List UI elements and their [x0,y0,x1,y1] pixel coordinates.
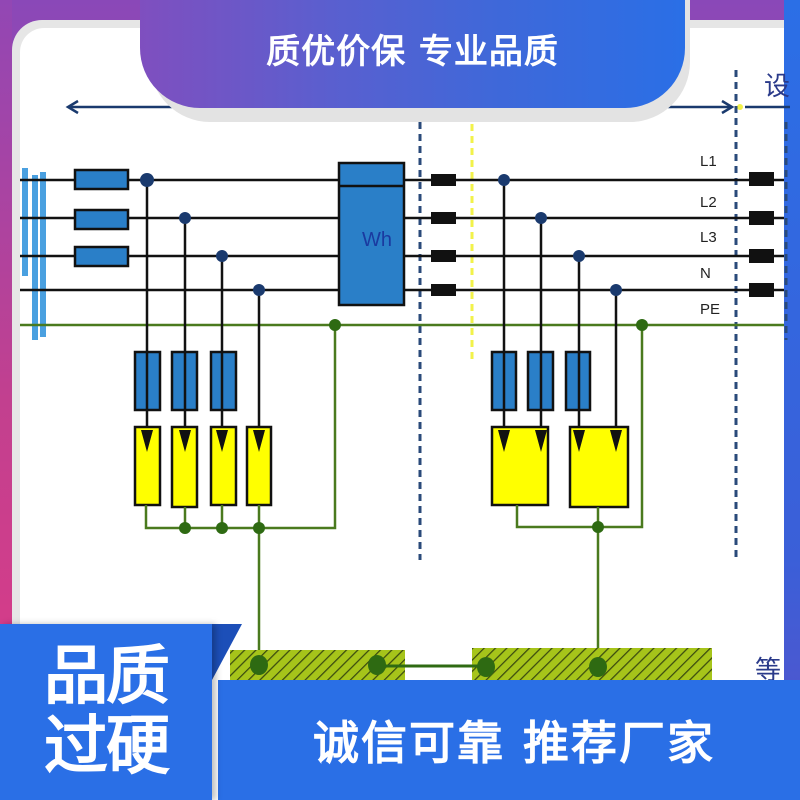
footer-slogan: 诚信可靠 推荐厂家 [312,716,715,770]
terminals-zone1 [431,174,456,296]
label-n: N [700,265,711,282]
fuse-l2 [73,208,130,231]
footer-slogan-bar: 诚信可靠 推荐厂家 [218,680,800,800]
right-border [784,0,800,800]
energy-meter: Wh [337,161,406,307]
equipotential-bars [230,648,712,682]
label-l3: L3 [700,229,717,246]
label-l2: L2 [700,194,717,211]
left-arrow [65,99,175,115]
terminals-zone2 [749,172,774,297]
header-title: 质优价保 专业品质 [266,31,559,72]
fuse-l3 [73,245,130,268]
label-pe: PE [700,301,720,318]
meter-label: Wh [362,229,392,251]
left-border [0,0,12,800]
badge-line-1: 品质 [44,640,170,714]
label-l1: L1 [700,153,717,170]
spd-group-left [133,173,341,665]
quality-badge: 品质 过硬 [0,624,212,800]
badge-line-2: 过硬 [44,710,170,784]
input-fuses [73,168,130,268]
fuse-l1 [73,168,130,191]
busbar [22,168,46,340]
badge-fold [212,624,242,680]
spd-group-right [490,174,648,665]
header-banner: 质优价保 专业品质 [140,0,685,108]
partial-label-top-right: 设 [764,72,791,102]
